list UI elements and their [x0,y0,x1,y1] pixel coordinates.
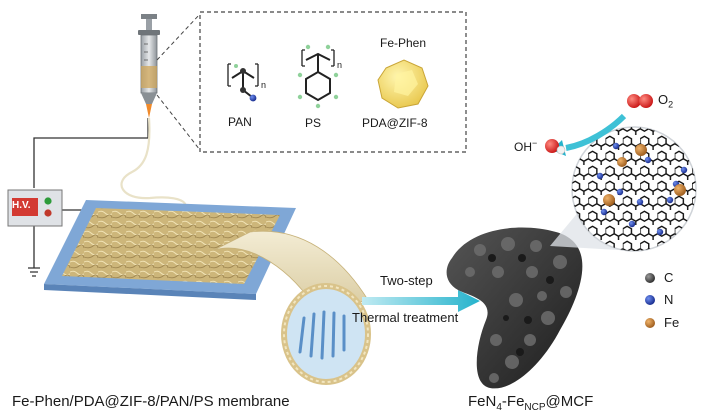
reaction-arrow [565,113,627,151]
pan-structure-icon [227,63,259,102]
fiber-tube [213,230,371,385]
zif-crystal-icon [377,59,429,109]
process-treatment-label: Thermal treatment [352,310,459,325]
ps-label: PS [305,116,322,130]
legend-nitrogen-label: N [664,292,674,307]
polymer-inset [156,11,467,153]
electrospinning-setup [7,14,371,385]
legend-iron-label: Fe [664,315,680,330]
wire [33,118,149,188]
legend-iron-ball [645,318,655,328]
legend-markers [645,273,655,328]
oh-molecule-icon [545,139,566,155]
o2-molecule-icon [627,94,653,108]
legend-carbon-ball [645,273,655,283]
membrane-caption: Fe-Phen/PDA@ZIF-8/PAN/PS membrane [12,393,290,410]
o2-label: O2 [658,92,674,110]
ground-icon [28,267,40,277]
pan-label: PAN [228,115,252,129]
collector-plate [44,200,296,300]
product-caption: FeN4-FeNCP@MCF [468,393,594,413]
syringe-icon [138,14,160,118]
zif-label: PDA@ZIF-8 [362,116,428,130]
process-step-label: Two-step [380,273,433,288]
zoom-line [156,13,201,61]
power-supply-label: H.V. [12,200,31,211]
pan-repeat-subscript: n [261,80,267,90]
ps-repeat-subscript: n [337,60,343,70]
zoom-line [156,94,201,151]
legend-carbon-label: C [664,270,674,285]
fephen-label: Fe-Phen [380,36,427,50]
atomic-structure [550,113,697,252]
oh-label: OH− [514,138,538,154]
carbon-fiber [446,227,583,389]
legend-nitrogen-ball [645,295,655,305]
power-supply [7,189,63,227]
process-arrow [362,290,480,312]
ps-structure-icon [297,44,339,109]
